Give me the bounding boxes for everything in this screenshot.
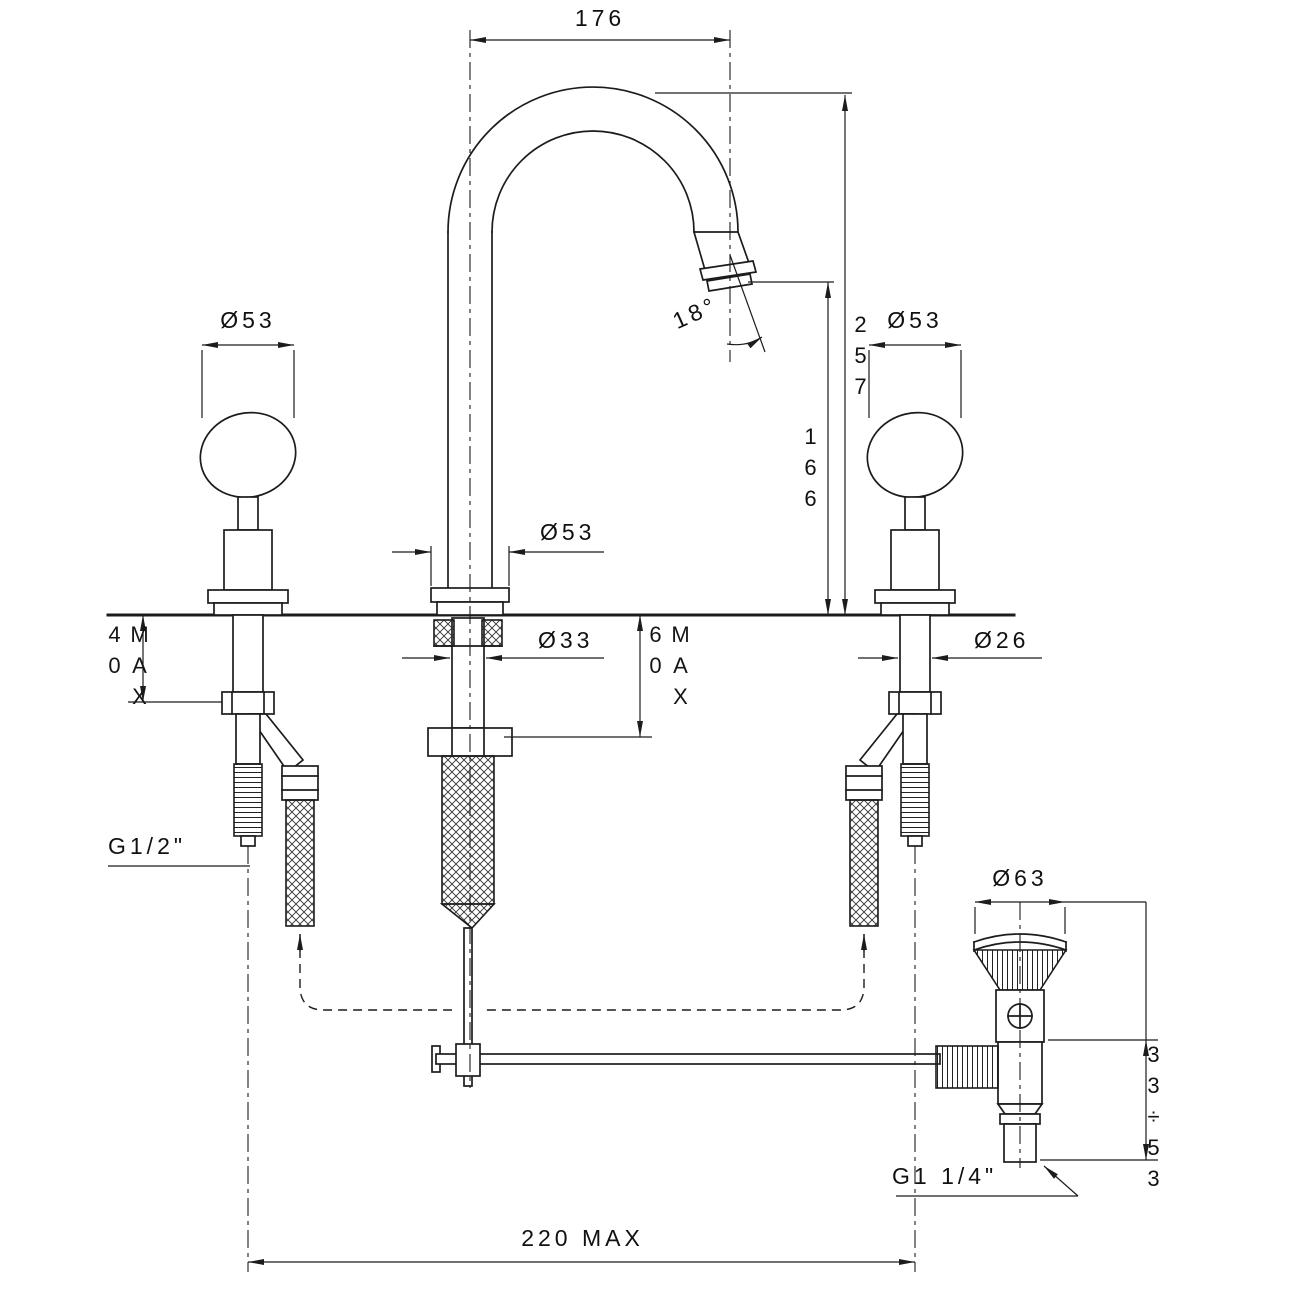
dim-label-spout-reach: 176 xyxy=(574,5,626,31)
spout xyxy=(430,86,758,616)
left-flex-hose xyxy=(285,799,315,927)
centerlines xyxy=(247,30,1021,1272)
hose-routing xyxy=(297,934,867,1011)
dim-label-hole-spread: 220 MAX xyxy=(521,1225,644,1251)
horizontal-rod xyxy=(435,1053,941,1065)
dim-label-inlet-thread: G1/2" xyxy=(108,833,187,859)
center-braided-shank xyxy=(441,755,495,905)
dim-label-outlet-height: 166 xyxy=(798,424,823,517)
dim-label-spout-base-diameter: Ø53 xyxy=(540,519,596,545)
dim-label-center-hole-diameter: Ø33 xyxy=(538,627,594,653)
deck-thickness-value: 40 xyxy=(102,622,127,684)
pivot-knurled-nut xyxy=(935,1045,999,1089)
center-deck-max-word: MAX xyxy=(668,622,693,715)
dim-label-waste-thread: G1 1/4" xyxy=(892,1163,998,1189)
pop-up-rod xyxy=(463,927,473,1087)
right-flex-hose xyxy=(849,799,879,927)
pop-up-linkage xyxy=(431,927,941,1087)
right-threaded-tail xyxy=(900,763,930,837)
dim-label-deck-thickness-left: 40 MAX xyxy=(102,622,152,715)
dim-label-side-hole-diameter: Ø26 xyxy=(974,627,1030,653)
center-body xyxy=(427,617,513,930)
deck-thickness-max-word: MAX xyxy=(127,622,152,715)
dim-label-handle-left-diameter: Ø53 xyxy=(220,307,276,333)
left-handle xyxy=(199,411,319,927)
left-threaded-tail xyxy=(233,763,263,837)
dimension-lines xyxy=(108,37,1158,1265)
left-handle-knob xyxy=(199,411,297,499)
dim-label-waste-flange-diameter: Ø63 xyxy=(992,865,1048,891)
dim-label-spout-height: 257 xyxy=(848,312,873,405)
dim-label-waste-adjust-range: 33÷53 xyxy=(1141,1042,1166,1197)
right-handle xyxy=(845,411,964,927)
center-deck-value: 60 xyxy=(643,622,668,684)
dim-label-handle-right-diameter: Ø53 xyxy=(887,307,943,333)
dim-label-deck-thickness-center: 60 MAX xyxy=(643,622,693,715)
right-handle-knob xyxy=(866,411,964,499)
drain-assembly xyxy=(935,933,1068,1163)
